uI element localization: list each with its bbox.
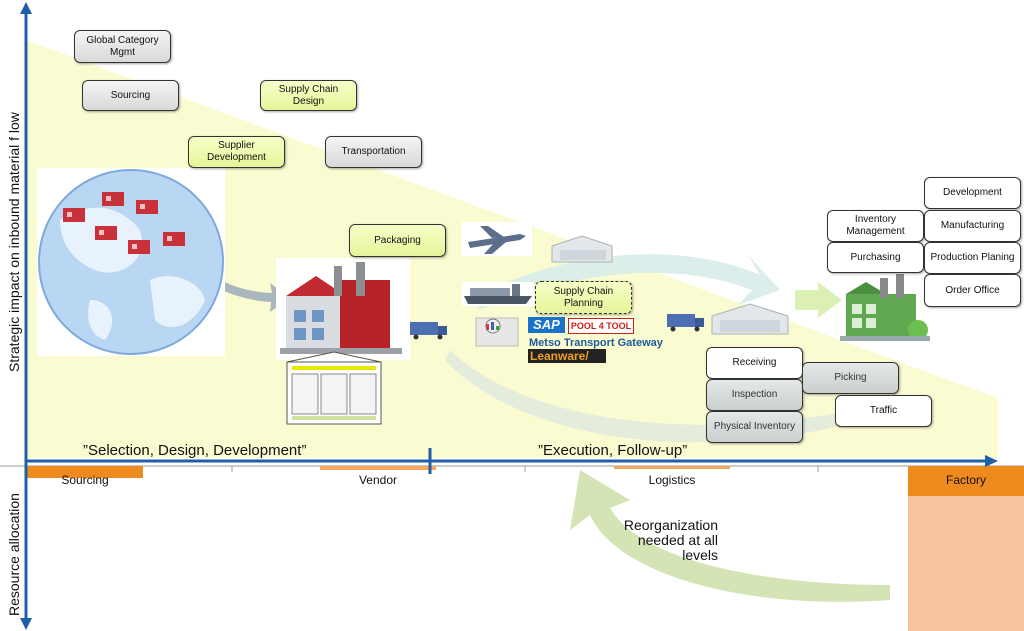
ship-icon xyxy=(462,282,534,306)
pool4tool-logo: POOL 4 TOOL xyxy=(568,318,634,334)
box-development: Development xyxy=(924,177,1021,209)
box-purchasing: Purchasing xyxy=(827,242,924,273)
box-picking: Picking xyxy=(802,362,899,394)
box-receiving: Receiving xyxy=(706,347,803,379)
stage-label-factory: Factory xyxy=(945,473,986,487)
vendor-framework-document xyxy=(286,351,382,425)
leanware-logo: Leanware/ xyxy=(528,349,606,363)
reorganization-arrow xyxy=(570,470,890,602)
box-packaging: Packaging xyxy=(349,224,446,257)
box-inventory-management: Inventory Management xyxy=(827,210,924,242)
factory-bar xyxy=(908,466,1024,496)
box-order-office: Order Office xyxy=(924,274,1021,307)
box-physical-inventory: Physical Inventory xyxy=(706,411,803,443)
y-axis-upper-label: Strategic impact on inbound material f l… xyxy=(6,112,22,372)
stage-label-sourcing: Sourcing xyxy=(61,473,109,487)
phase-label-right: ”Execution, Follow-up” xyxy=(538,442,688,459)
flow-sweep-arrow xyxy=(470,254,780,310)
stage-label-logistics: Logistics xyxy=(648,473,696,487)
stage-label-vendor: Vendor xyxy=(358,473,398,487)
y-axis-lower-label: Resource allocation xyxy=(6,493,22,616)
box-transportation: Transportation xyxy=(325,136,422,168)
phase-label-left: ”Selection, Design, Development” xyxy=(83,442,307,459)
box-supplier-development: Supplier Development xyxy=(188,136,285,168)
box-supply-chain-planning: Supply Chain Planning xyxy=(535,281,632,314)
globe-to-vendor-arrow xyxy=(185,260,290,312)
to-factory-arrow xyxy=(795,282,842,318)
reorganization-note: Reorganization needed at all levels xyxy=(623,517,718,563)
sap-logo: SAP xyxy=(528,317,565,333)
return-sweep-arrow xyxy=(445,350,900,443)
box-production-planing: Production Planing xyxy=(924,242,1021,274)
globe-factories xyxy=(63,192,185,254)
box-manufacturing: Manufacturing xyxy=(924,210,1021,242)
truck-icon-2 xyxy=(667,314,704,332)
logistics-bar xyxy=(614,466,730,469)
box-global-category-mgmt: Global Category Mgmt xyxy=(74,30,171,63)
truck-icon-1 xyxy=(410,322,447,340)
analytics-icon xyxy=(475,317,519,347)
warehouse-icon-1 xyxy=(551,235,613,263)
box-sourcing: Sourcing xyxy=(82,80,179,111)
vendor-factory-image xyxy=(276,258,410,360)
vendor-bar xyxy=(320,466,436,470)
box-inspection: Inspection xyxy=(706,379,803,411)
sourcing-bar xyxy=(26,466,143,478)
warehouse-icon-2 xyxy=(711,303,789,335)
box-supply-chain-design: Supply Chain Design xyxy=(260,80,357,111)
globe-image xyxy=(37,168,225,356)
factory-allocation-fill xyxy=(908,496,1024,631)
airplane-icon xyxy=(462,222,532,256)
customer-factory-image xyxy=(840,274,930,341)
box-traffic: Traffic xyxy=(835,395,932,427)
metso-transport-gateway-logo: Metso Transport Gateway xyxy=(529,337,663,349)
